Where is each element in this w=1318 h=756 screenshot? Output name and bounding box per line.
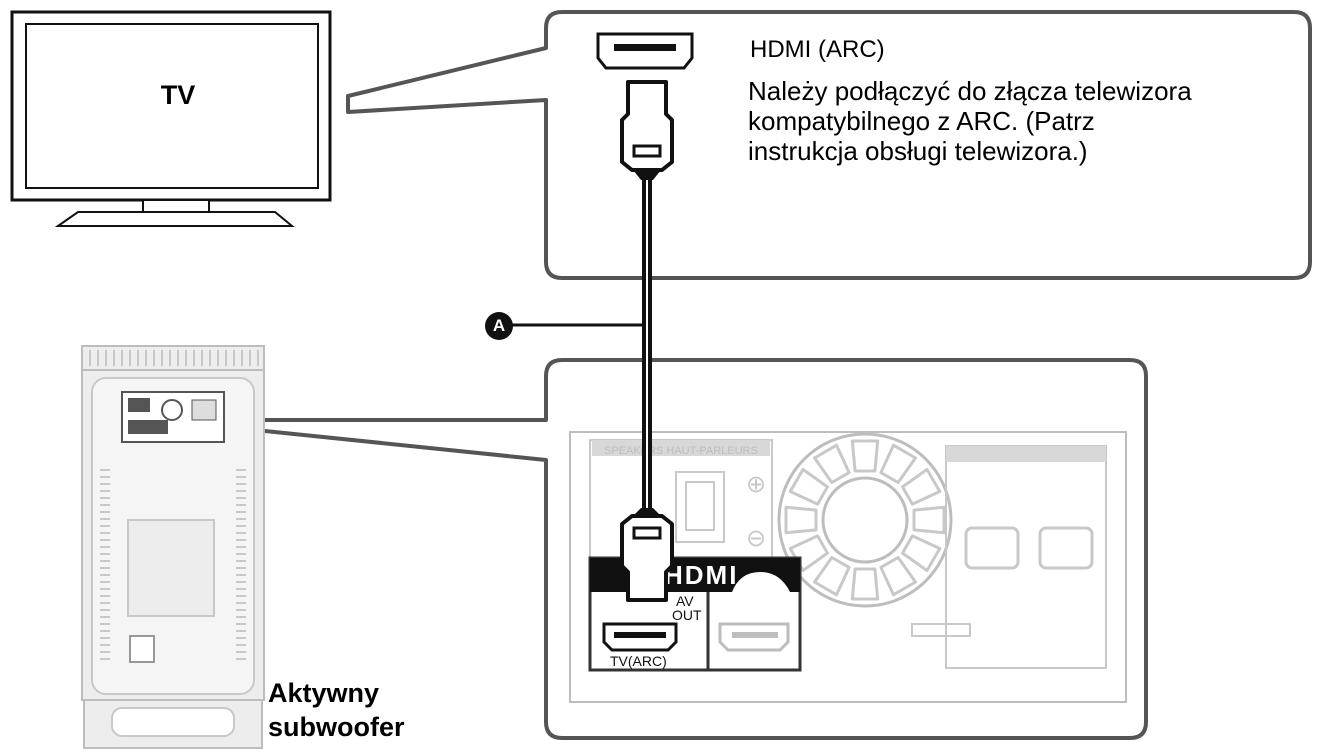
subwoofer-panel-detail-b [191,399,217,421]
fan-vent [901,468,942,506]
optical-port-right [1038,526,1094,570]
fan-vent [813,443,851,484]
callout-bottom-frame [224,358,1148,740]
callout-top-frame [346,10,1312,280]
subwoofer-power-socket [129,635,155,663]
fan-hub [821,476,909,564]
subwoofer-panel-detail-a [128,398,150,412]
subwoofer-panel-fan [161,399,183,421]
fan-vent [788,468,829,506]
subwoofer-label-plate [127,519,215,617]
subwoofer-base-cutout [111,707,235,737]
tv-arc-label: TV(ARC) [610,653,667,669]
small-slot [911,623,971,637]
hdmi-port-slot [614,44,676,51]
subwoofer-label-line1: Aktywny [268,678,380,708]
speakers-label-band [592,440,770,456]
fan-outer-ring [777,432,953,608]
subwoofer-panel-hdmi [128,420,168,434]
hdmi-arc-description: Należy podłączyć do złącza telewizora ko… [748,76,1288,166]
description-line-3: instrukcja obsługi telewizora.) [748,136,1088,166]
second-hdmi-port-slot [732,632,778,638]
hdmi-arc-title: HDMI (ARC) [750,36,885,63]
subwoofer-top-grille [81,345,265,371]
tv-illustration [10,10,332,227]
speakers-label: SPEAKERS HAUT-PARLEURS [604,445,758,457]
speaker-terminal-inner [685,481,715,531]
fan-vent [788,534,829,572]
minus-terminal-symbol: ⊖ [746,525,766,552]
fan-vent [912,505,946,535]
tv-screen-inner [25,23,319,189]
description-line-1: Należy podłączyć do złącza telewizora [748,76,1192,106]
optical-port-left [964,526,1020,570]
subwoofer-label-line2: subwoofer [268,712,405,742]
subwoofer-label: Aktywny subwoofer [268,676,405,744]
description-line-2: kompatybilnego z ARC. (Patrz [748,106,1095,136]
hdmi-cable [512,80,674,602]
hdmi-logo: HDMI [664,560,738,590]
cable-plug-top-grip [632,144,662,158]
cable-marker-a: A [485,312,513,340]
av-out-label-line1: AV [676,593,694,609]
top-grille-lines [89,350,259,366]
speaker-terminal-block [675,471,725,543]
fan-vent [784,505,818,535]
fan-vent [850,567,880,601]
fan-vents [784,439,946,601]
side-vents [100,469,246,660]
connector-block-band [946,446,1106,462]
tv-label: TV [160,80,196,110]
cable-plug-bottom-grip [632,526,662,540]
panel-outline [569,431,1127,703]
fan-vent [850,439,880,473]
av-out-label-line2: OUT [672,607,702,623]
tv-stand [54,211,295,227]
fan-vent [879,556,917,597]
subwoofer-illustration [81,345,265,749]
cable-plug-top-strain [633,170,661,180]
tv-arc-port-slot [614,632,666,638]
plus-terminal-symbol: ⊕ [746,471,766,498]
fan-vent [879,443,917,484]
fan-vent [813,556,851,597]
fan-vent [901,534,942,572]
hdmi-arc-callout [346,10,1312,280]
